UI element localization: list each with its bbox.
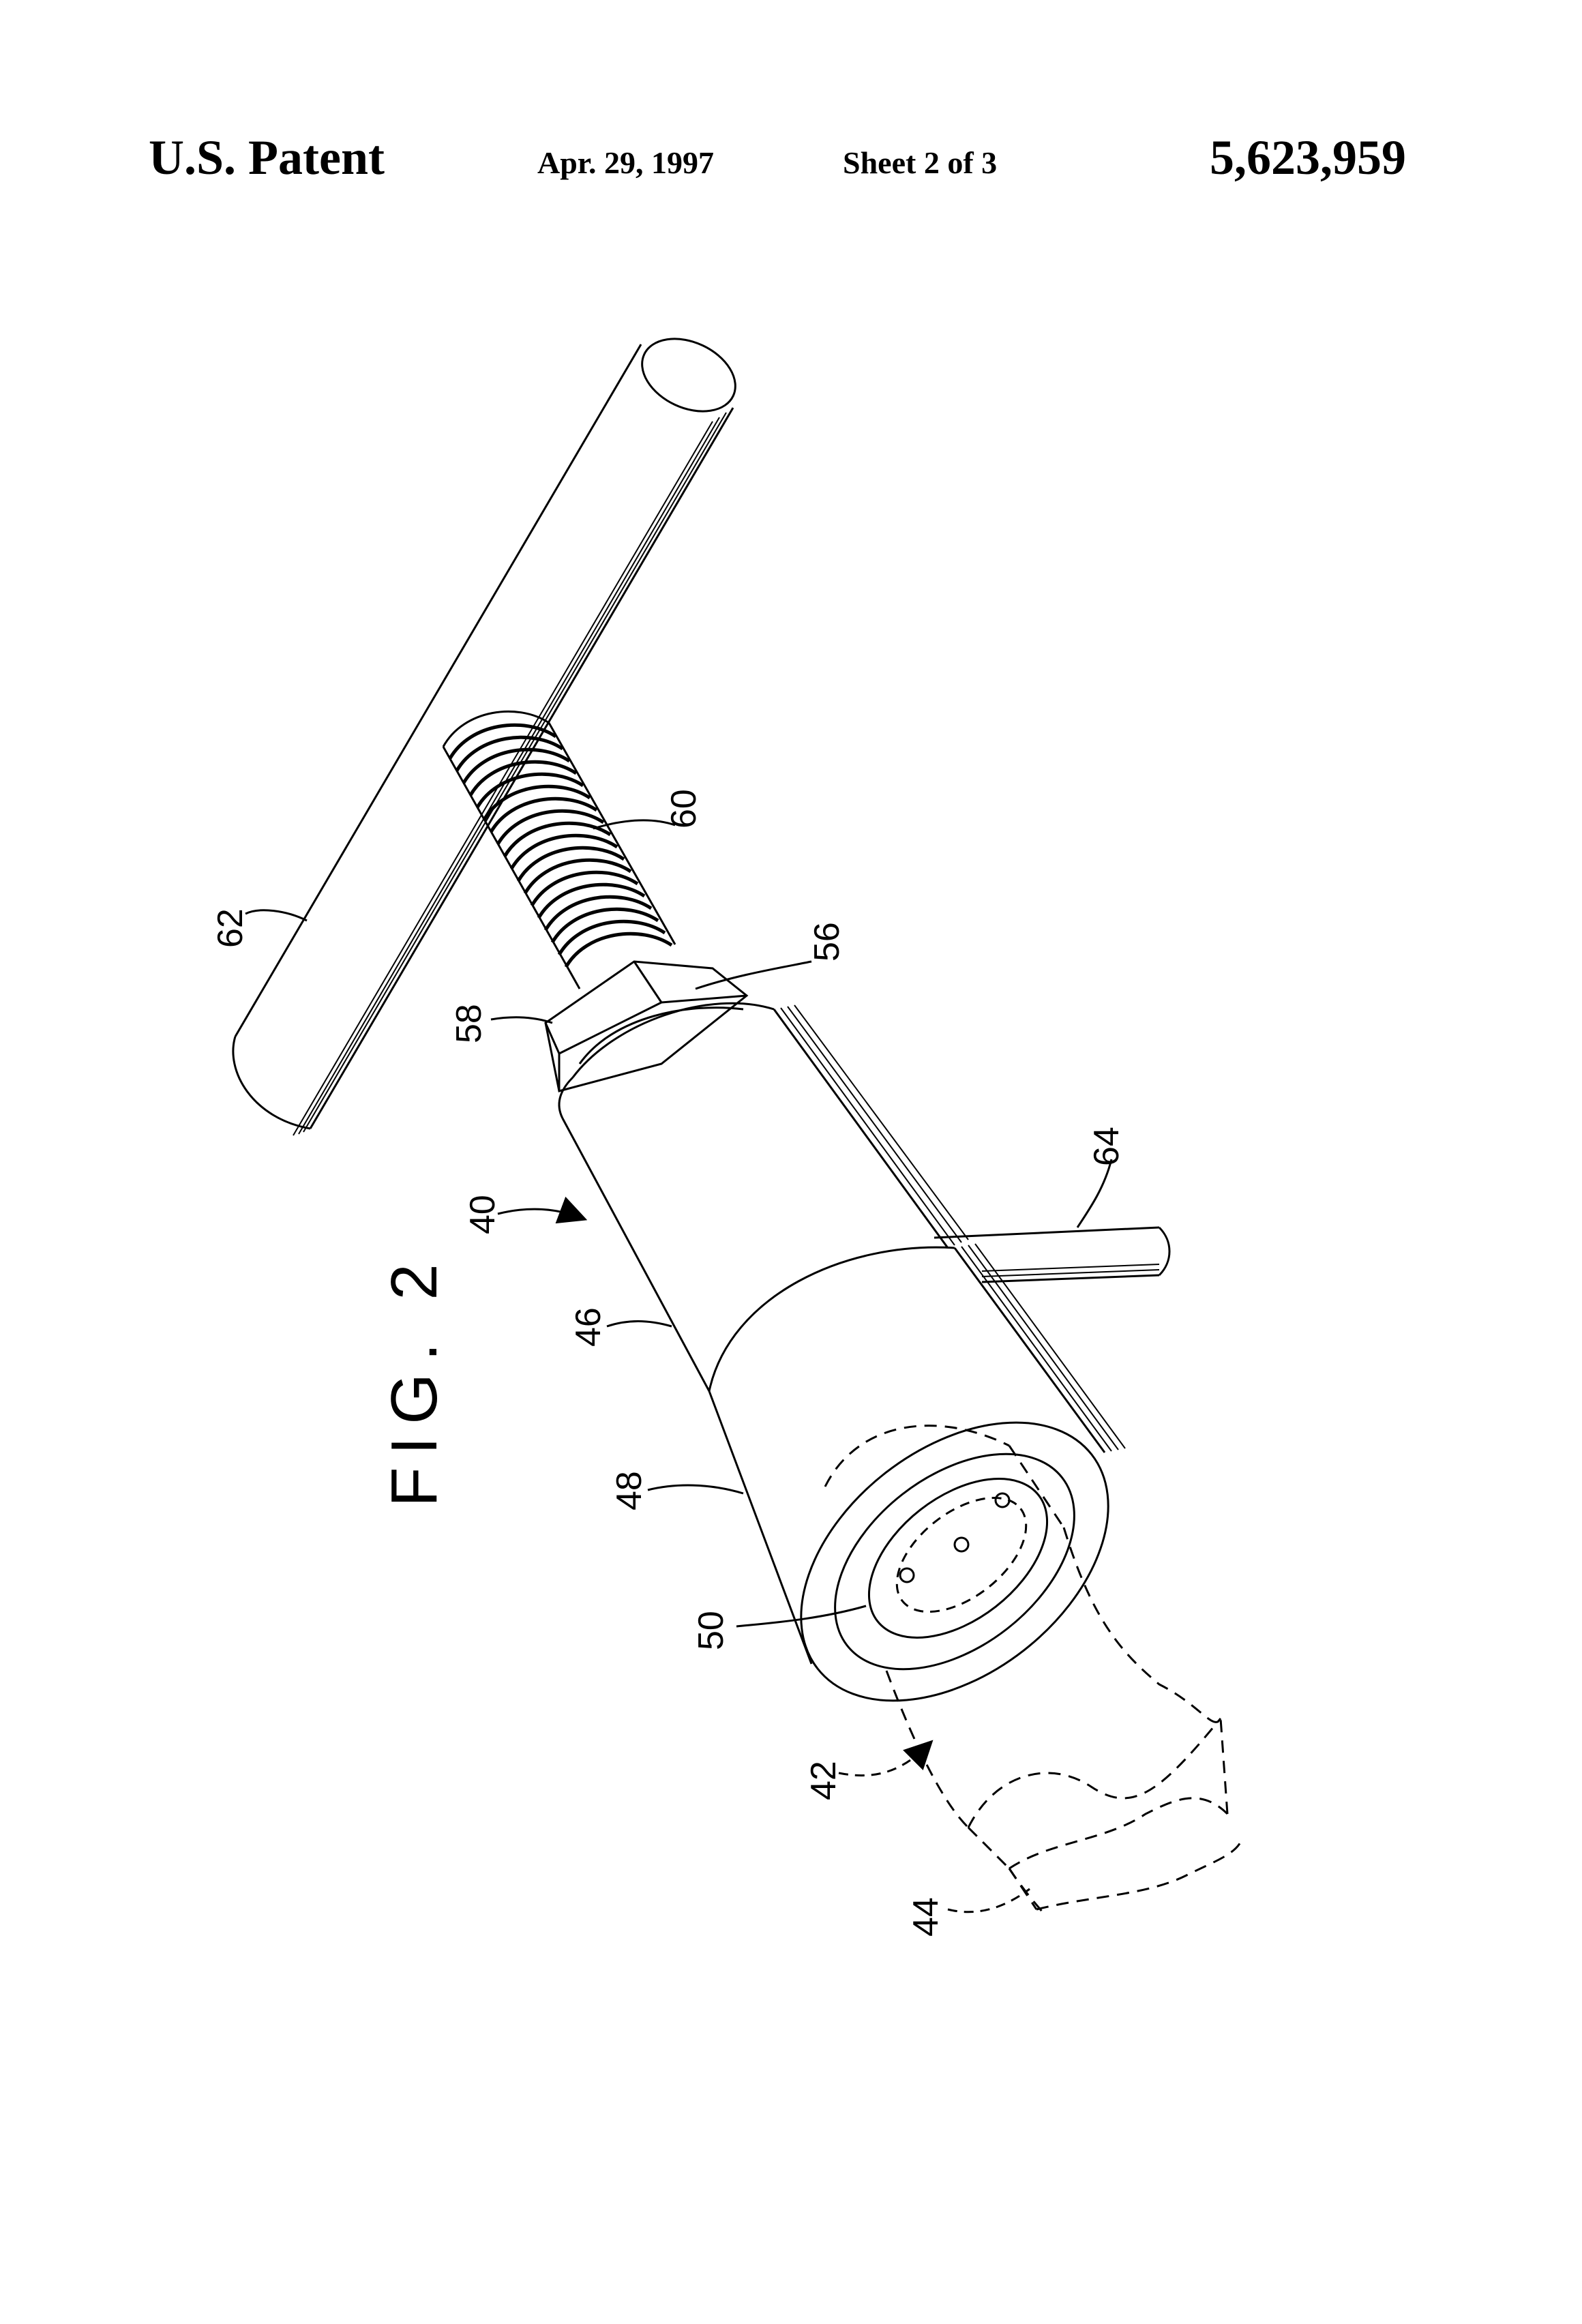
- reference-62: 62: [211, 908, 307, 948]
- reference-64: 64: [1077, 1127, 1126, 1227]
- svg-text:FIG. 2: FIG. 2: [378, 1251, 451, 1507]
- reference-46: 46: [569, 1307, 672, 1347]
- reference-58: 58: [449, 1004, 552, 1043]
- figure-label: FIG. 2: [378, 1251, 451, 1507]
- svg-text:42: 42: [804, 1761, 844, 1800]
- svg-text:58: 58: [449, 1004, 489, 1043]
- svg-text:44: 44: [906, 1897, 946, 1937]
- reference-44: 44: [906, 1889, 1030, 1937]
- svg-text:56: 56: [807, 922, 847, 962]
- svg-text:48: 48: [610, 1471, 649, 1510]
- reference-48: 48: [610, 1471, 743, 1510]
- svg-text:62: 62: [211, 908, 250, 948]
- reference-42: 42: [804, 1746, 927, 1800]
- svg-text:46: 46: [569, 1307, 608, 1347]
- svg-text:64: 64: [1087, 1127, 1126, 1166]
- svg-text:50: 50: [691, 1611, 731, 1650]
- reference-60: 60: [593, 789, 704, 829]
- reference-40: 40: [463, 1195, 580, 1234]
- svg-text:40: 40: [463, 1195, 503, 1234]
- collar: [709, 1244, 1161, 1757]
- threaded-rod: [443, 711, 675, 989]
- side-pin: [934, 1227, 1169, 1282]
- svg-text:60: 60: [664, 789, 704, 829]
